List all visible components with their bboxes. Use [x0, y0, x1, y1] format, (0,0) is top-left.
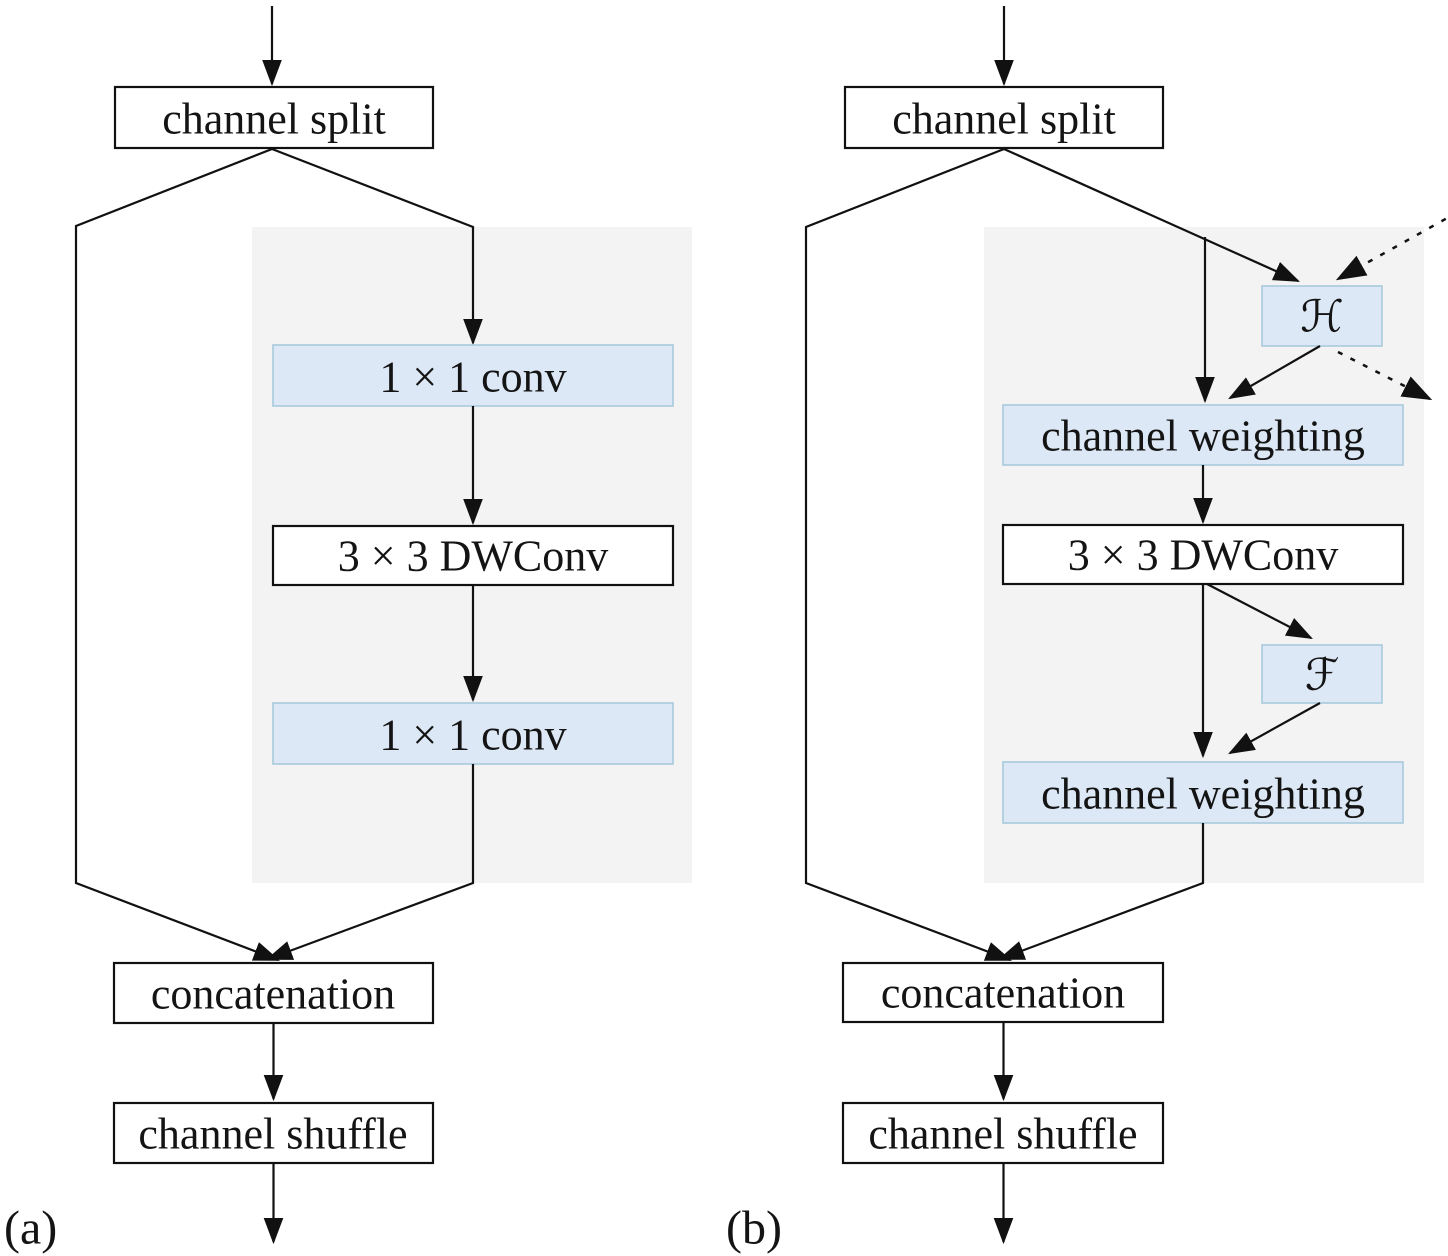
node-concatenation-a-label: concatenation [151, 970, 395, 1019]
edge-h-to-weighting-b [1228, 345, 1321, 400]
edge-skip-branch-a [74, 147, 281, 962]
node-conv2-a-box [272, 702, 674, 765]
node-channel-split-a-label: channel split [162, 95, 386, 144]
node-channel-weighting-1-b-label: channel weighting [1041, 412, 1365, 461]
node-concatenation-a-box [112, 961, 435, 1025]
node-dwconv-b-box [1001, 523, 1405, 586]
edge-main-branch-a [271, 147, 483, 346]
node-channel-shuffle-a-box [112, 1101, 435, 1165]
panel-a-label: (a) [4, 1202, 57, 1255]
node-concatenation-b-label: concatenation [881, 969, 1125, 1018]
node-channel-split-b-label: channel split [892, 95, 1116, 144]
panel-a: channel split 1 × 1 conv 3 × 3 DWConv 1 … [4, 6, 692, 1255]
node-channel-shuffle-b-box [841, 1101, 1165, 1165]
edge-conv2-concat-a [265, 764, 475, 961]
node-channel-weighting-2-b-label: channel weighting [1041, 770, 1365, 819]
node-dwconv-a-label: 3 × 3 DWConv [338, 532, 608, 581]
node-channel-shuffle-b-label: channel shuffle [868, 1110, 1137, 1159]
node-h-function-b-box [1261, 285, 1383, 347]
dotted-output-arrow-b [1337, 350, 1433, 401]
node-channel-weighting-1-b-box [1002, 404, 1404, 466]
node-conv1-a-label: 1 × 1 conv [379, 353, 566, 402]
panel-b: channel split ℋ channel weighting 3 × 3 … [726, 6, 1448, 1255]
node-f-function-b-box [1261, 644, 1383, 704]
edge-split-to-h-b [1003, 147, 1301, 283]
node-channel-split-a-box [113, 85, 435, 150]
edge-dwconv-to-f-b [1206, 583, 1313, 640]
dotted-input-arrow-b [1335, 216, 1448, 281]
node-dwconv-b-label: 3 × 3 DWConv [1068, 531, 1338, 580]
node-dwconv-a-box [271, 524, 675, 587]
edge-skip-branch-b [804, 147, 1013, 962]
edge-f-to-weighting2-b [1228, 702, 1321, 755]
node-h-function-b-label: ℋ [1300, 292, 1343, 343]
node-channel-split-b-box [843, 85, 1165, 150]
node-conv2-a-label: 1 × 1 conv [379, 711, 566, 760]
node-concatenation-b-box [841, 961, 1165, 1024]
node-f-function-b-label: ℱ [1305, 650, 1340, 701]
panel-b-label: (b) [726, 1202, 782, 1255]
node-channel-weighting-2-b-box [1002, 761, 1404, 824]
node-channel-shuffle-a-label: channel shuffle [138, 1110, 407, 1159]
edge-weighting2-concat-b [997, 823, 1205, 961]
